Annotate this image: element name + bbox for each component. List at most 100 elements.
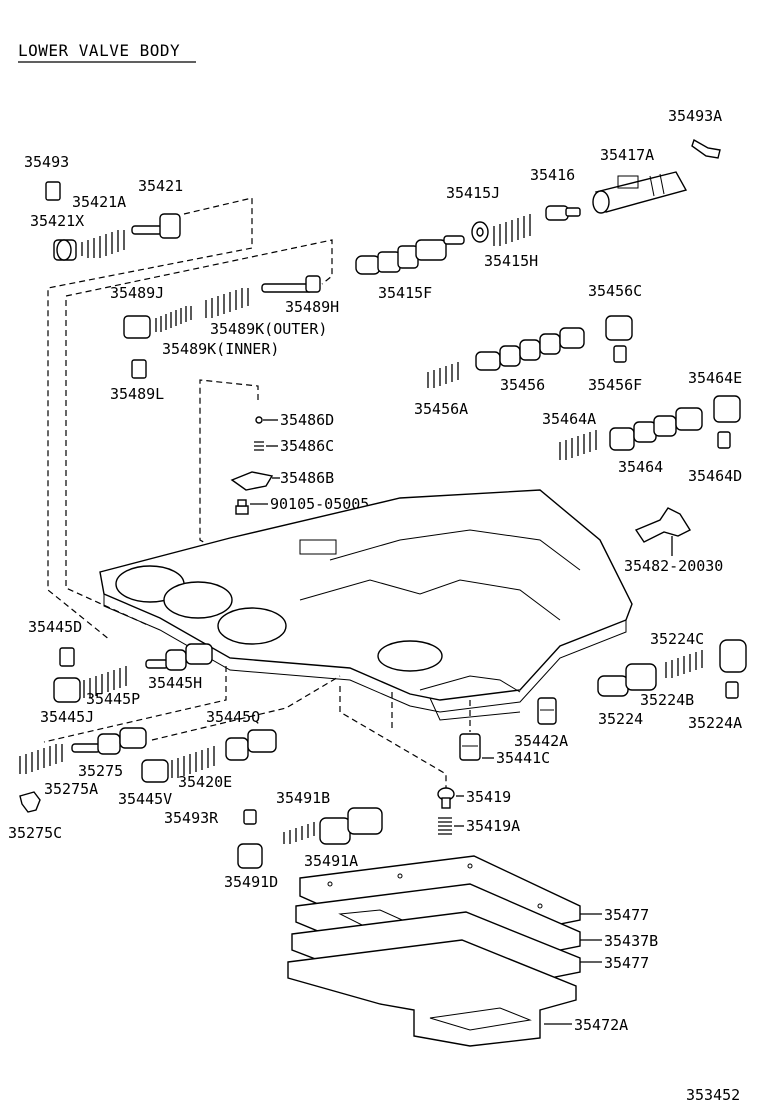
label-35472A: 35472A	[574, 1016, 628, 1034]
label-35445P: 35445P	[86, 690, 140, 708]
part-35224	[597, 663, 657, 697]
guide-line-c	[65, 300, 151, 627]
label-35419: 35419	[466, 788, 511, 806]
part-35491A	[319, 807, 383, 845]
part-35493R	[243, 809, 257, 825]
label-35489J: 35489J	[110, 284, 164, 302]
label-35482-20030: 35482-20030	[624, 557, 723, 575]
label-35442A: 35442A	[514, 732, 568, 750]
label-35224B: 35224B	[640, 691, 694, 709]
label-35445J: 35445J	[40, 708, 94, 726]
spring-35275A	[19, 744, 63, 774]
part-35456C	[605, 315, 633, 341]
label-35477-bottom: 35477	[604, 954, 649, 972]
part-35464	[609, 407, 703, 451]
spring-35456A	[427, 362, 459, 388]
diagram-title: LOWER VALVE BODY	[18, 41, 180, 60]
guide-line-a	[47, 197, 253, 641]
part-35419	[437, 787, 455, 809]
guide-line-f	[151, 675, 341, 741]
label-35275: 35275	[78, 762, 123, 780]
part-35464D	[717, 431, 731, 449]
part-35456	[475, 327, 585, 371]
label-35415J: 35415J	[446, 184, 500, 202]
part-35482-20030	[634, 507, 692, 543]
spring-35464A	[559, 430, 597, 460]
part-35489J	[123, 315, 151, 339]
spring-35421A	[81, 230, 125, 258]
label-35486B: 35486B	[280, 469, 334, 487]
label-35445Q: 35445Q	[206, 708, 260, 726]
label-35464D: 35464D	[688, 467, 742, 485]
label-35493A: 35493A	[668, 107, 722, 125]
label-35489L: 35489L	[110, 385, 164, 403]
part-35442A	[537, 697, 557, 725]
label-35489H: 35489H	[285, 298, 339, 316]
label-35477-top: 35477	[604, 906, 649, 924]
part-35441C	[459, 733, 481, 761]
guide-line-b	[65, 239, 333, 297]
label-35456: 35456	[500, 376, 545, 394]
label-35456F: 35456F	[588, 376, 642, 394]
label-35486D: 35486D	[280, 411, 334, 429]
label-35491B: 35491B	[276, 789, 330, 807]
label-35421A: 35421A	[72, 193, 126, 211]
label-35489K-outer: 35489K(OUTER)	[210, 320, 327, 338]
guide-line-e	[43, 666, 227, 743]
part-35486D	[255, 416, 263, 424]
part-35275C	[19, 791, 41, 813]
spring-35445P	[83, 666, 127, 698]
label-35416: 35416	[530, 166, 575, 184]
label-35421: 35421	[138, 177, 183, 195]
spring-35415H	[493, 214, 531, 246]
label-35419A: 35419A	[466, 817, 520, 835]
part-35486B	[230, 471, 274, 491]
part-35445Q	[225, 729, 277, 761]
label-35445V: 35445V	[118, 790, 172, 808]
part-35489L	[131, 359, 147, 379]
label-35493: 35493	[24, 153, 69, 171]
part-35445V	[141, 759, 169, 783]
label-35441C: 35441C	[496, 749, 550, 767]
guide-line-d	[199, 379, 271, 581]
part-35445H	[145, 643, 213, 671]
part-35416	[545, 205, 581, 221]
label-35456C: 35456C	[588, 282, 642, 300]
label-35415F: 35415F	[378, 284, 432, 302]
part-35493	[45, 181, 61, 201]
spring-35420E	[171, 746, 215, 778]
spring-35489K-outer	[205, 288, 249, 318]
label-35445H: 35445H	[148, 674, 202, 692]
spring-35419A	[438, 817, 452, 835]
label-35275A: 35275A	[44, 780, 98, 798]
part-35224A	[725, 681, 739, 699]
label-35464: 35464	[618, 458, 663, 476]
part-35224C	[719, 639, 747, 673]
label-35491A: 35491A	[304, 852, 358, 870]
label-35275C: 35275C	[8, 824, 62, 842]
label-35464E: 35464E	[688, 369, 742, 387]
figure-number: 353452	[686, 1086, 740, 1104]
part-35415F	[355, 235, 465, 275]
label-35420E: 35420E	[178, 773, 232, 791]
label-35493R: 35493R	[164, 809, 219, 827]
part-35489H	[261, 275, 321, 293]
part-35445D	[59, 647, 75, 667]
part-35486C	[254, 441, 264, 451]
label-90105-05005: 90105-05005	[270, 495, 369, 513]
part-35445J	[53, 677, 81, 703]
part-35421	[131, 213, 181, 239]
part-35493A	[691, 138, 721, 159]
label-35224: 35224	[598, 710, 643, 728]
spring-35491B	[283, 822, 315, 844]
label-35224C: 35224C	[650, 630, 704, 648]
label-35417A: 35417A	[600, 146, 654, 164]
spring-35224B	[665, 650, 703, 678]
label-35464A: 35464A	[542, 410, 596, 428]
label-35489K-inner: 35489K(INNER)	[162, 340, 279, 358]
label-35486C: 35486C	[280, 437, 334, 455]
label-35437B: 35437B	[604, 932, 658, 950]
label-35415H: 35415H	[484, 252, 538, 270]
spring-35489K-inner	[155, 306, 192, 332]
